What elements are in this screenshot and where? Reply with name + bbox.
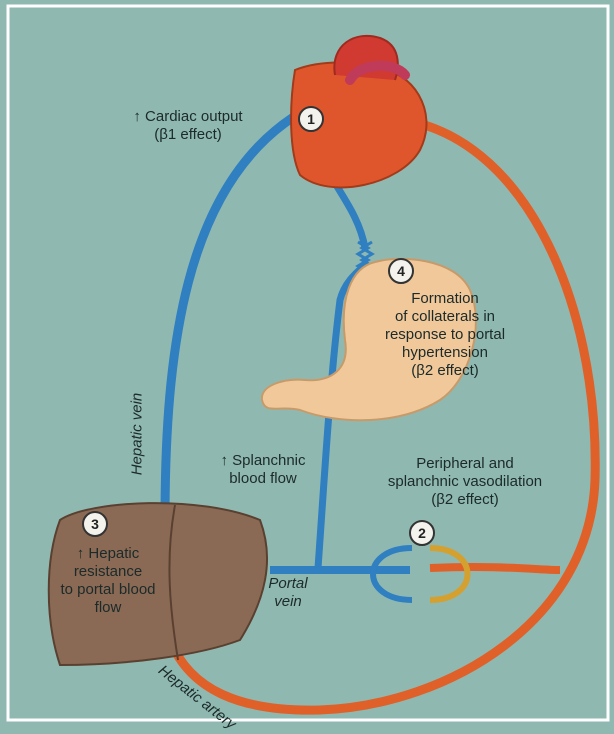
step-3-line-3: to portal blood [38, 581, 178, 599]
step-2-line-2: splanchnic vasodilation [370, 473, 560, 491]
step-2-label: Peripheral and splanchnic vasodilation (… [370, 455, 560, 509]
step-4-line-3: response to portal [370, 326, 520, 344]
step-4-line-4: hypertension [370, 344, 520, 362]
splanchnic-label: ↑ Splanchnic blood flow [198, 452, 328, 488]
splanchnic-line-1: ↑ Splanchnic [198, 452, 328, 470]
step-4-badge: 4 [388, 258, 414, 284]
step-3-line-1: ↑ Hepatic [38, 545, 178, 563]
step-4-line-2: of collaterals in [370, 308, 520, 326]
step-1-line-1: ↑ Cardiac output [118, 108, 258, 126]
aorta [334, 36, 397, 80]
step-3-line-2: resistance [38, 563, 178, 581]
step-2-line-1: Peripheral and [370, 455, 560, 473]
hepatic-vein-label: Hepatic vein [128, 393, 146, 476]
portal-vein-label: Portal vein [258, 575, 318, 611]
step-1-badge: 1 [298, 106, 324, 132]
splanchnic-line-2: blood flow [198, 470, 328, 488]
step-4-line-5: (β2 effect) [370, 362, 520, 380]
step-3-badge: 3 [82, 511, 108, 537]
step-3-label: ↑ Hepatic resistance to portal blood flo… [38, 545, 178, 617]
capillary-loop-artery [430, 548, 468, 600]
step-2-badge: 2 [409, 520, 435, 546]
step-4-label: Formation of collaterals in response to … [370, 290, 520, 380]
artery-branch [430, 567, 560, 570]
step-1-line-2: (β1 effect) [118, 126, 258, 144]
step-3-line-4: flow [38, 599, 178, 617]
step-2-line-3: (β2 effect) [370, 491, 560, 509]
portal-vein-line-2: vein [258, 593, 318, 611]
portal-vein-line-1: Portal [258, 575, 318, 593]
step-4-line-1: Formation [370, 290, 520, 308]
step-1-label: ↑ Cardiac output (β1 effect) [118, 108, 258, 144]
